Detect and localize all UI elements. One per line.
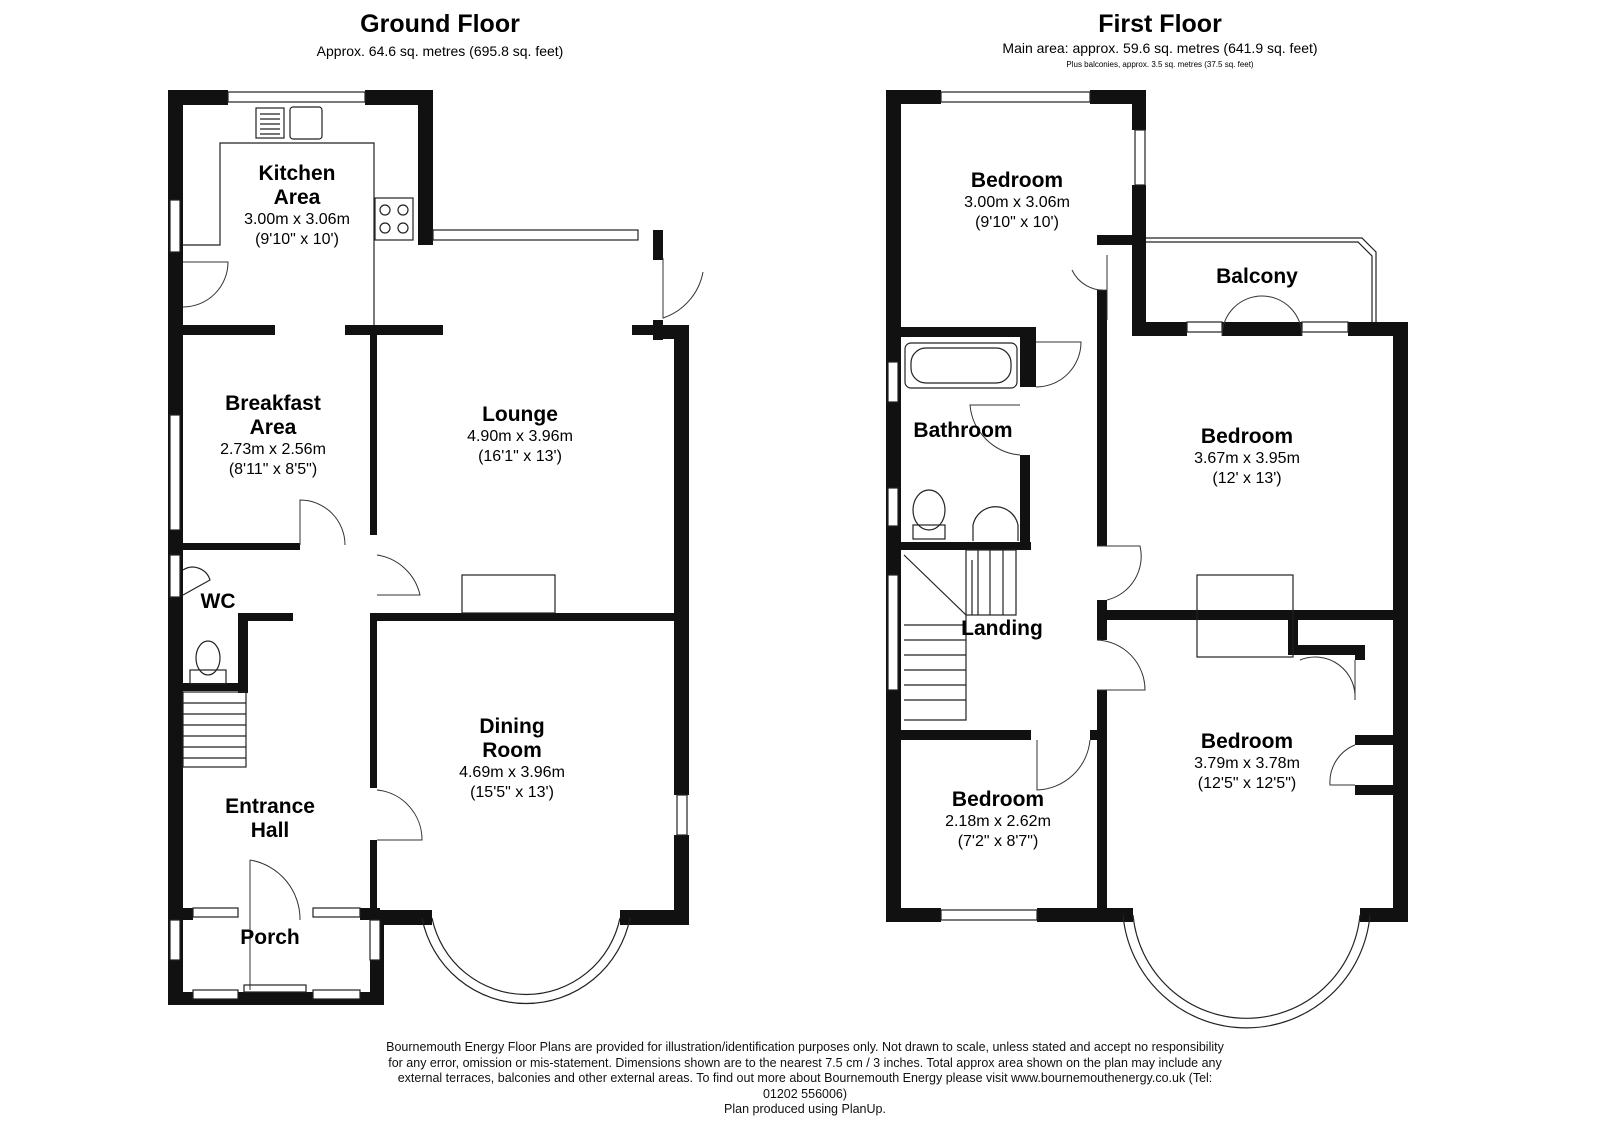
room-bedroom-3: Bedroom 3.79m x 3.78m (12'5" x 12'5") [1194, 730, 1300, 792]
toilet-icon [195, 640, 221, 676]
room-name: Balcony [1216, 265, 1298, 288]
room-dimensions-metric: 2.18m x 2.62m [945, 813, 1051, 830]
room-name: Bathroom [913, 419, 1012, 442]
room-dimensions-imperial: (7'2" x 8'7") [958, 833, 1039, 850]
plan-credit: Plan produced using PlanUp. [724, 1102, 886, 1116]
room-entrance-hall: Entrance Hall [225, 795, 315, 842]
room-bathroom: Bathroom [913, 419, 1012, 442]
room-porch: Porch [240, 926, 300, 949]
room-dimensions-imperial: (16'1" x 13') [478, 448, 562, 465]
first-floor-plan: Bedroom 3.00m x 3.06m (9'10" x 10') Balc… [886, 90, 1408, 1029]
ground-floor-doors [182, 258, 704, 993]
disclaimer-text: Bournemouth Energy Floor Plans are provi… [290, 1040, 1320, 1118]
disclaimer-line: external terraces, balconies and other e… [397, 1071, 1213, 1085]
kitchen-fittings [183, 106, 556, 614]
ground-stairs [182, 691, 247, 768]
drainer-icon [260, 113, 280, 135]
bath-icon [904, 342, 1018, 389]
room-dimensions-metric: 4.90m x 3.96m [467, 428, 573, 445]
room-name: Area [274, 186, 321, 209]
room-name: Porch [240, 926, 300, 949]
room-dimensions-metric: 3.00m x 3.06m [244, 211, 350, 228]
room-dimensions-metric: 3.79m x 3.78m [1194, 755, 1300, 772]
first-floor-windows [887, 91, 1349, 921]
first-floor-area: Main area: approx. 59.6 sq. metres (641.… [1002, 40, 1317, 56]
basin-icon [182, 566, 211, 596]
ground-bay-window [431, 917, 621, 996]
basin-icon [972, 506, 1019, 541]
hob-icon [374, 197, 414, 241]
room-dimensions-imperial: (9'10" x 10') [975, 214, 1059, 231]
sink-icon [289, 106, 323, 140]
room-name: Hall [251, 819, 290, 842]
room-wc: WC [201, 590, 236, 613]
ground-floor-title: Ground Floor [360, 10, 520, 38]
first-floor-walls [886, 90, 1408, 922]
bathroom-fittings [904, 342, 1019, 541]
room-dimensions-imperial: (9'10" x 10') [255, 231, 339, 248]
room-name: WC [201, 590, 236, 613]
room-name: Room [482, 739, 542, 762]
balcony-rail [1146, 237, 1377, 322]
room-bedroom-1: Bedroom 3.00m x 3.06m (9'10" x 10') [964, 169, 1070, 231]
ground-floor-windows [169, 91, 688, 1000]
room-dimensions-metric: 3.67m x 3.95m [1194, 450, 1300, 467]
room-dimensions-imperial: (8'11" x 8'5") [229, 461, 317, 478]
room-name: Landing [961, 617, 1043, 640]
disclaimer-line: 01202 556006) [762, 1086, 848, 1101]
room-name: Breakfast [225, 392, 321, 415]
room-name: Area [250, 416, 297, 439]
room-dimensions-metric: 3.00m x 3.06m [964, 194, 1070, 211]
disclaimer-line: Bournemouth Energy Floor Plans are provi… [386, 1040, 1224, 1054]
room-dimensions-imperial: (12'5" x 12'5") [1198, 775, 1296, 792]
room-lounge: Lounge 4.90m x 3.96m (16'1" x 13') [467, 403, 573, 465]
first-floor-doors [969, 255, 1356, 791]
ground-floor-plan: Kitchen Area 3.00m x 3.06m (9'10" x 10')… [168, 90, 704, 1005]
room-kitchen: Kitchen Area 3.00m x 3.06m (9'10" x 10') [244, 162, 350, 248]
chimney-breast [1196, 574, 1294, 658]
ground-floor-area: Approx. 64.6 sq. metres (695.8 sq. feet) [317, 43, 564, 59]
room-dimensions-metric: 4.69m x 3.96m [459, 764, 565, 781]
first-bay-window [1132, 914, 1361, 1019]
room-dimensions-imperial: (12' x 13') [1212, 470, 1281, 487]
room-name: Bedroom [1201, 730, 1293, 753]
first-floor-title: First Floor [1098, 10, 1222, 38]
lounge-hearth-icon [461, 574, 556, 614]
disclaimer-line: for any error, omission or mis-statement… [388, 1055, 1222, 1070]
room-name: Lounge [482, 403, 558, 426]
room-name: Bedroom [971, 169, 1063, 192]
room-name: Bedroom [1201, 425, 1293, 448]
room-bedroom-2: Bedroom 3.67m x 3.95m (12' x 13') [1194, 425, 1300, 487]
room-name: Dining [479, 715, 544, 738]
room-name: Entrance [225, 795, 315, 818]
room-breakfast: Breakfast Area 2.73m x 2.56m (8'11" x 8'… [220, 392, 326, 478]
first-floor-stairs [903, 549, 1017, 721]
room-dining: Dining Room 4.69m x 3.96m (15'5" x 13') [459, 715, 565, 801]
room-name: Bedroom [952, 788, 1044, 811]
room-dimensions-metric: 2.73m x 2.56m [220, 441, 326, 458]
room-landing: Landing [961, 617, 1043, 640]
room-balcony: Balcony [1216, 265, 1298, 288]
first-floor-balcony-note: Plus balconies, approx. 3.5 sq. metres (… [1066, 60, 1254, 69]
room-bedroom-4: Bedroom 2.18m x 2.62m (7'2" x 8'7") [945, 788, 1051, 850]
toilet-icon [912, 489, 946, 531]
room-dimensions-imperial: (15'5" x 13') [470, 784, 554, 801]
room-name: Kitchen [258, 162, 335, 185]
wc-fittings [182, 566, 227, 685]
